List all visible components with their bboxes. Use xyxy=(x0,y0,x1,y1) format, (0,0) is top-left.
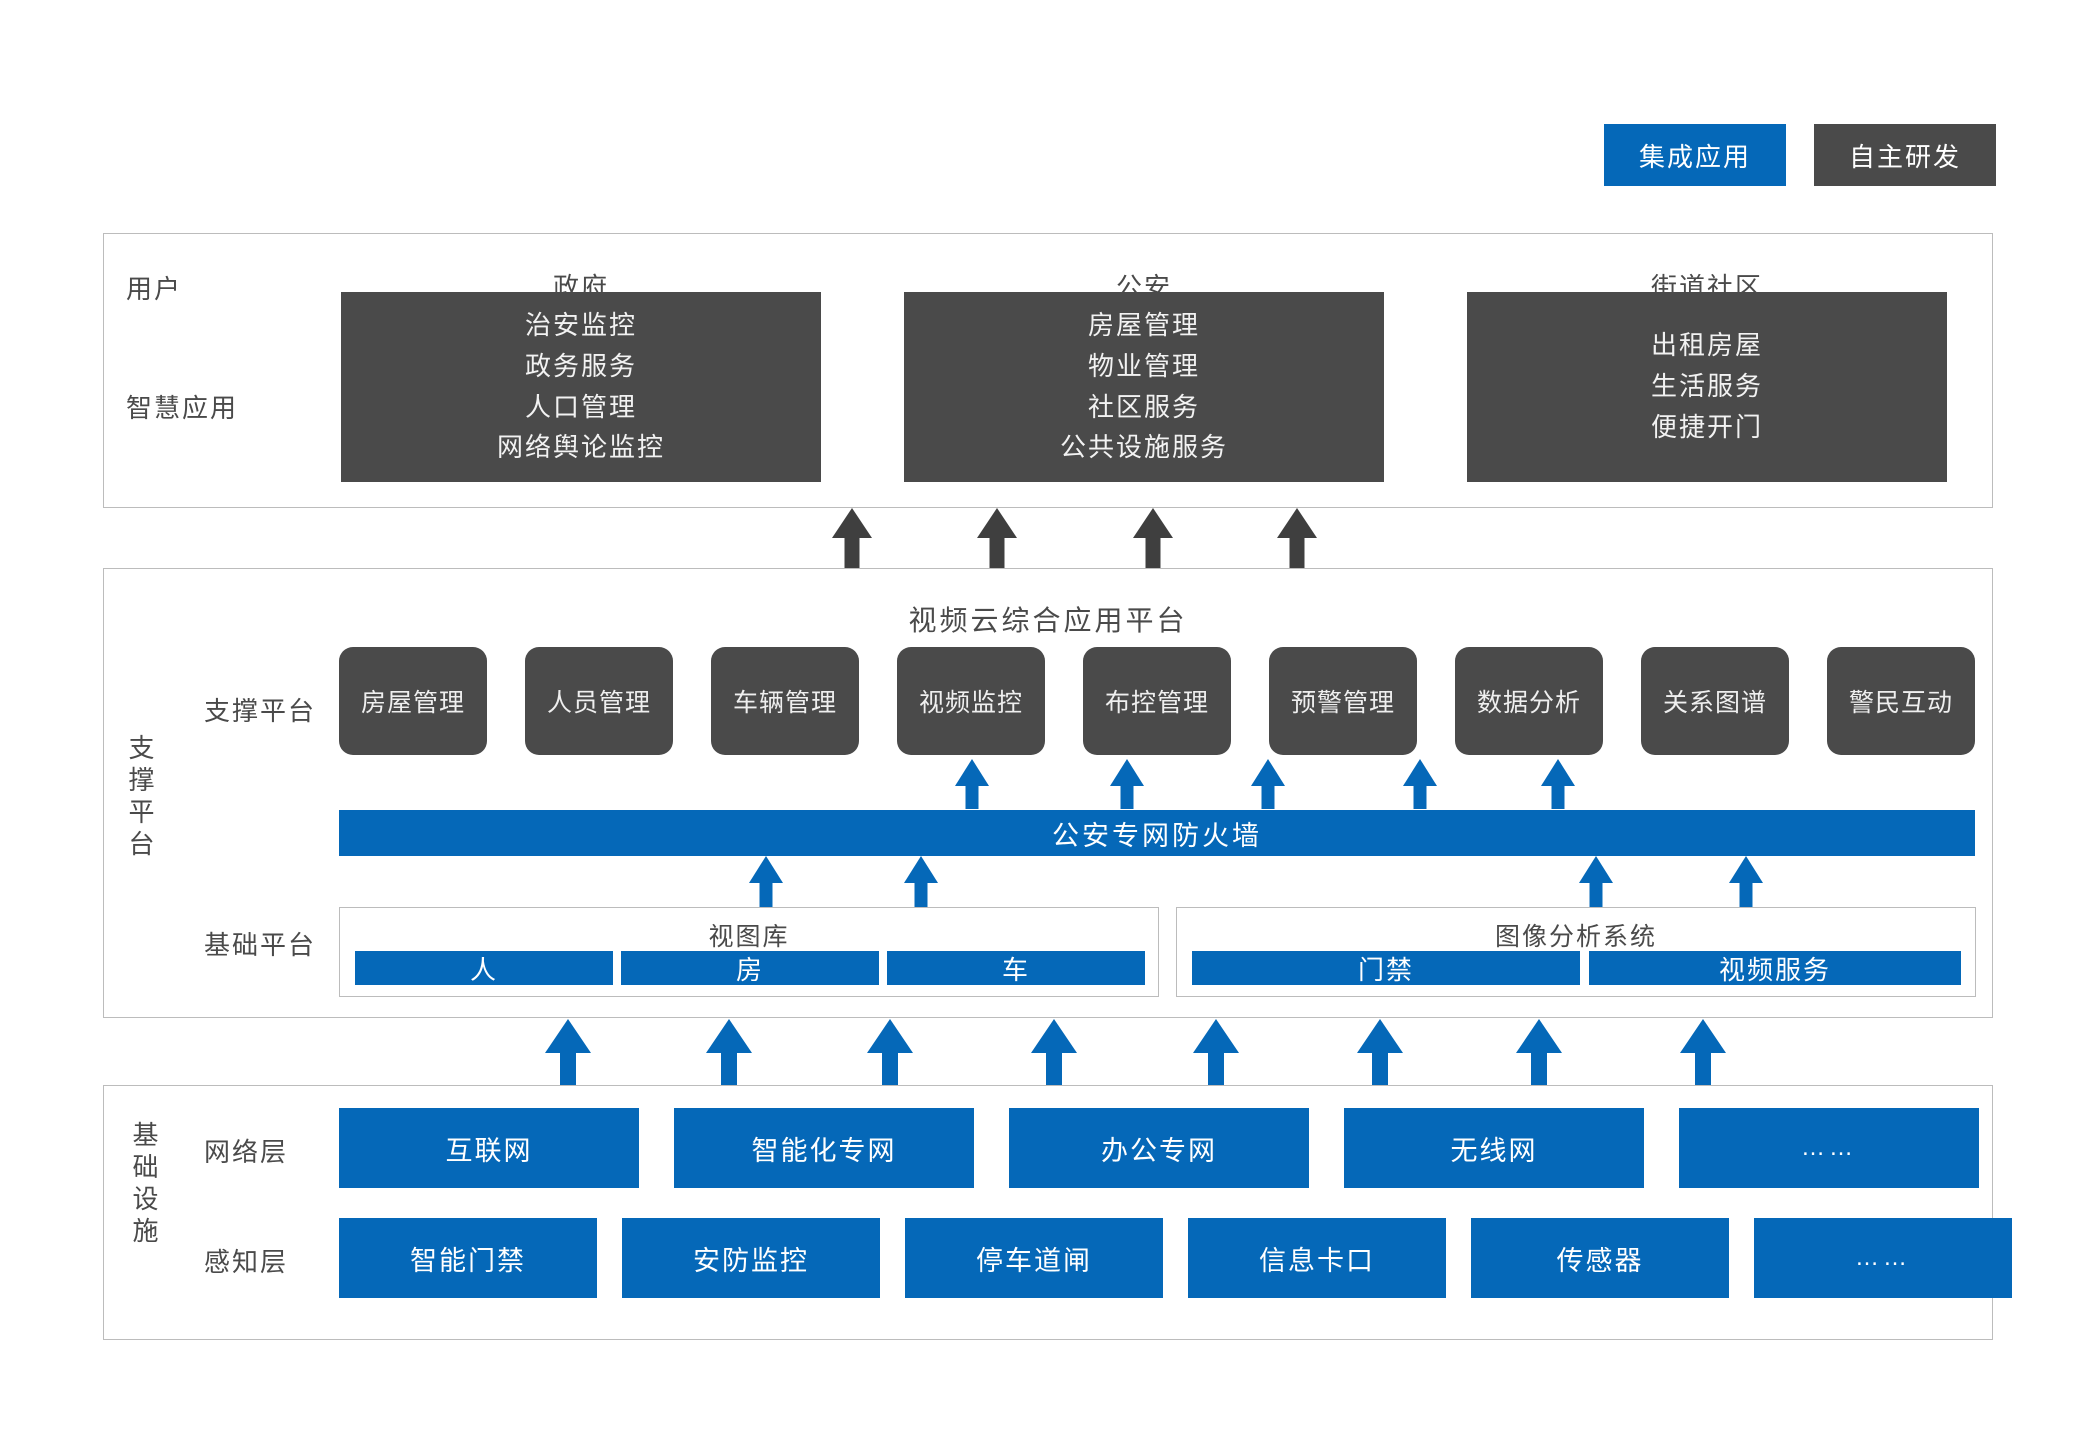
infrastructure-panel: 基础设施 网络层 感知层 互联网 智能化专网 办公专网 无线网 …… 智能门禁 … xyxy=(103,1085,2012,1340)
support-tile-yujingguanli[interactable]: 预警管理 xyxy=(1269,647,1417,755)
row-label-base-platform: 基础平台 xyxy=(204,930,317,960)
network-block-more[interactable]: …… xyxy=(1679,1108,1979,1188)
flow-arrow-up-blue xyxy=(1031,1019,1077,1085)
row-label-support-platform: 支撑平台 xyxy=(204,696,317,726)
flow-arrow-up-blue xyxy=(1729,856,1763,908)
flow-arrow-up-dark xyxy=(1277,508,1317,568)
app-item: 出租房屋 xyxy=(1650,330,1763,361)
sensing-block-info-checkpoint[interactable]: 信息卡口 xyxy=(1188,1218,1446,1298)
network-block-office-private[interactable]: 办公专网 xyxy=(1009,1108,1309,1188)
support-tile-guanxitupu[interactable]: 关系图谱 xyxy=(1641,647,1789,755)
base-cell-fang[interactable]: 房 xyxy=(621,951,879,985)
flow-arrow-up-blue xyxy=(867,1019,913,1085)
flow-arrow-up-blue xyxy=(1357,1019,1403,1085)
flow-arrow-up-blue xyxy=(1110,759,1144,809)
side-label-infrastructure: 基础设施 xyxy=(129,1121,159,1249)
support-tile-fangwuguanli[interactable]: 房屋管理 xyxy=(339,647,487,755)
support-tile-jingminhudong[interactable]: 警民互动 xyxy=(1827,647,1975,755)
network-block-wireless[interactable]: 无线网 xyxy=(1344,1108,1644,1188)
base-cell-menjin[interactable]: 门禁 xyxy=(1192,951,1580,985)
app-item: 网络舆论监控 xyxy=(496,432,665,463)
flow-arrow-up-blue xyxy=(1541,759,1575,809)
support-tile-cheliangguanli[interactable]: 车辆管理 xyxy=(711,647,859,755)
base-cell-shipinfuwu[interactable]: 视频服务 xyxy=(1589,951,1961,985)
app-item: 公共设施服务 xyxy=(1059,432,1228,463)
app-item: 政务服务 xyxy=(524,350,637,381)
support-tile-renyuanguanli[interactable]: 人员管理 xyxy=(525,647,673,755)
platform-title: 视频云综合应用平台 xyxy=(908,605,1188,636)
flow-arrow-up-blue xyxy=(1516,1019,1562,1085)
support-platform-panel: 支撑平台 视频云综合应用平台 支撑平台 基础平台 房屋管理 人员管理 车辆管理 … xyxy=(103,568,1993,1018)
sensing-block-smart-access[interactable]: 智能门禁 xyxy=(339,1218,597,1298)
flow-arrow-up-blue xyxy=(955,759,989,809)
base-group-title: 图像分析系统 xyxy=(1494,923,1657,951)
flow-arrow-up-blue xyxy=(545,1019,591,1085)
row-label-network: 网络层 xyxy=(204,1137,289,1167)
base-group-view-library: 视图库 人 房 车 xyxy=(339,907,1159,997)
base-cell-che[interactable]: 车 xyxy=(887,951,1145,985)
base-cell-ren[interactable]: 人 xyxy=(355,951,613,985)
app-item: 人口管理 xyxy=(524,391,637,422)
app-item: 社区服务 xyxy=(1087,391,1200,422)
app-item: 治安监控 xyxy=(524,310,637,341)
flow-arrow-up-dark xyxy=(977,508,1017,568)
app-item: 房屋管理 xyxy=(1087,310,1200,341)
flow-arrow-up-blue xyxy=(706,1019,752,1085)
sensing-block-security-monitor[interactable]: 安防监控 xyxy=(622,1218,880,1298)
network-block-smart-private[interactable]: 智能化专网 xyxy=(674,1108,974,1188)
flow-arrow-up-blue xyxy=(1579,856,1613,908)
flow-arrow-up-blue xyxy=(1251,759,1285,809)
app-item: 生活服务 xyxy=(1650,371,1763,402)
app-box-street-community: 出租房屋 生活服务 便捷开门 xyxy=(1467,292,1947,482)
app-item: 便捷开门 xyxy=(1650,411,1763,442)
flow-arrow-up-dark xyxy=(832,508,872,568)
row-label-smart-apps: 智慧应用 xyxy=(126,393,239,423)
base-group-title: 视图库 xyxy=(708,923,790,951)
flow-arrow-up-blue xyxy=(1680,1019,1726,1085)
sensing-block-sensor[interactable]: 传感器 xyxy=(1471,1218,1729,1298)
legend: 集成应用 自主研发 xyxy=(1604,124,1996,186)
legend-chip-self-developed: 自主研发 xyxy=(1814,124,1996,186)
firewall-bar: 公安专网防火墙 xyxy=(339,810,1975,856)
flow-arrow-up-blue xyxy=(1403,759,1437,809)
flow-arrow-up-dark xyxy=(1133,508,1173,568)
side-label-support-platform: 支撑平台 xyxy=(125,734,155,862)
support-tile-shipinjiankong[interactable]: 视频监控 xyxy=(897,647,1045,755)
sensing-block-parking-gate[interactable]: 停车道闸 xyxy=(905,1218,1163,1298)
app-box-public-security: 房屋管理 物业管理 社区服务 公共设施服务 xyxy=(904,292,1384,482)
app-box-government: 治安监控 政务服务 人口管理 网络舆论监控 xyxy=(341,292,821,482)
flow-arrow-up-blue xyxy=(904,856,938,908)
row-label-users: 用户 xyxy=(126,274,183,304)
network-block-internet[interactable]: 互联网 xyxy=(339,1108,639,1188)
application-layer-panel: 用户 智慧应用 政府 治安监控 政务服务 人口管理 网络舆论监控 公安 房屋管理… xyxy=(103,233,1993,508)
support-tile-shujufenxi[interactable]: 数据分析 xyxy=(1455,647,1603,755)
base-group-image-analysis: 图像分析系统 门禁 视频服务 xyxy=(1176,907,1976,997)
flow-arrow-up-blue xyxy=(749,856,783,908)
row-label-sensing: 感知层 xyxy=(204,1247,289,1277)
app-item: 物业管理 xyxy=(1087,350,1200,381)
legend-chip-integrated-application: 集成应用 xyxy=(1604,124,1786,186)
flow-arrow-up-blue xyxy=(1193,1019,1239,1085)
sensing-block-more[interactable]: …… xyxy=(1754,1218,2012,1298)
support-tile-bukongguanli[interactable]: 布控管理 xyxy=(1083,647,1231,755)
